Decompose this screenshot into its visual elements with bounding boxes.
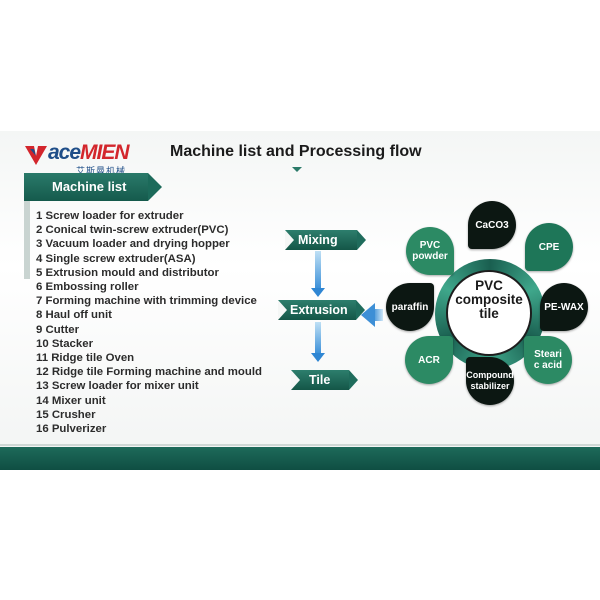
brand-logo: aceMIEN 艾斯曼机械 — [24, 139, 154, 176]
ingredient-acr: ACR — [405, 336, 453, 384]
flow-step-mixing: Mixing — [285, 230, 366, 250]
ingredient-cpe: CPE — [525, 223, 573, 271]
ingredient-pvc-powder: PVC powder — [406, 227, 454, 275]
flow-step-label: Tile — [309, 373, 331, 387]
list-item: 10 Stacker — [36, 337, 93, 350]
logo-mark-icon — [25, 146, 47, 165]
list-item: 14 Mixer unit — [36, 394, 106, 407]
machine-list: 1 Screw loader for extruder 2 Conical tw… — [36, 209, 262, 436]
list-item: 1 Screw loader for extruder — [36, 210, 184, 222]
composition-center-label: PVC composite tile — [455, 278, 523, 321]
composition-hub — [446, 270, 532, 356]
title-caret-icon — [292, 167, 302, 172]
list-item: 11 Ridge tile Oven — [36, 352, 135, 365]
footer-bar — [0, 447, 600, 470]
slide: aceMIEN 艾斯曼机械 Machine list and Processin… — [0, 131, 600, 470]
flow-arrow-down-icon — [315, 322, 321, 354]
list-item: 9 Cutter — [36, 323, 80, 336]
logo-wordmark: aceMIEN — [48, 141, 130, 164]
machine-list-header: Machine list — [24, 173, 164, 201]
list-item: 5 Extrusion mould and distributor — [36, 266, 219, 279]
page-title: Machine list and Processing flow — [170, 143, 422, 160]
ingredient-caco3: CaCO3 — [468, 201, 516, 249]
input-arrow-left-icon — [361, 303, 375, 327]
list-item: 3 Vacuum loader and drying hopper — [36, 238, 230, 251]
flow-step-tile: Tile — [291, 370, 358, 390]
flow-arrow-head-icon — [311, 353, 325, 362]
input-arrow-shaft — [373, 309, 383, 321]
footer-divider — [0, 444, 600, 446]
flow-arrow-head-icon — [311, 288, 325, 297]
list-item: 15 Crusher — [36, 408, 96, 421]
list-item: 2 Conical twin-screw extruder(PVC) — [36, 224, 229, 237]
flow-step-label: Mixing — [298, 233, 338, 247]
list-item: 16 Pulverizer — [36, 423, 107, 436]
list-item: 8 Haul off unit — [36, 309, 112, 322]
logo-chinese-name: 艾斯曼机械 — [76, 166, 127, 176]
list-item: 13 Screw loader for mixer unit — [36, 380, 199, 393]
ingredient-paraffin: paraffin — [386, 283, 434, 331]
flow-arrow-down-icon — [315, 251, 321, 289]
ingredient-stearic-acid: Steari c acid — [524, 336, 572, 384]
ingredient-compound-stabilizer: Compound stabilizer — [466, 357, 514, 405]
list-item: 4 Single screw extruder(ASA) — [36, 252, 196, 265]
list-accent-bar — [24, 179, 30, 279]
flow-step-extrusion: Extrusion — [278, 300, 365, 320]
ingredient-pe-wax: PE-WAX — [540, 283, 588, 331]
flow-step-label: Extrusion — [290, 303, 348, 317]
list-item: 6 Embossing roller — [36, 281, 139, 294]
list-item: 7 Forming machine with trimming device — [36, 295, 257, 308]
list-item: 12 Ridge tile Forming machine and mould — [36, 366, 262, 379]
machine-list-header-label: Machine list — [52, 179, 127, 194]
